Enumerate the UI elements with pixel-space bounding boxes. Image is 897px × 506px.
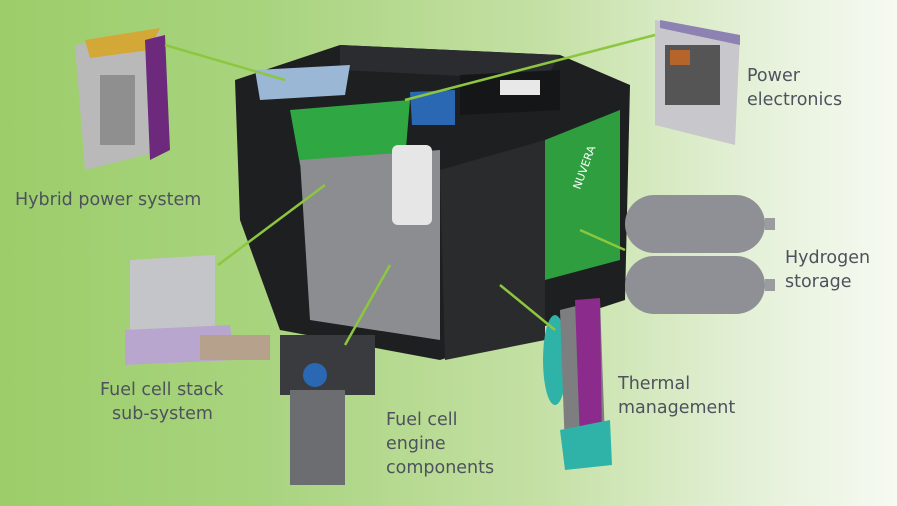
label-fuel-cell-engine-line1: Fuel cell — [386, 410, 458, 430]
label-hydrogen-storage-line1: Hydrogen — [785, 248, 871, 268]
leader-line-power-electronics — [404, 33, 656, 102]
fuel-cell-engine-image — [280, 335, 375, 485]
thermal-management-image — [543, 298, 612, 470]
leader-line-stack — [217, 183, 326, 267]
label-power-electronics-line2: electronics — [747, 90, 843, 110]
hydrogen-storage-image — [625, 195, 775, 314]
label-hybrid-power-system: Hybrid power system — [15, 190, 202, 210]
label-fuel-cell-stack-line1: Fuel cell stack — [100, 380, 224, 400]
label-fuel-cell-engine-line3: components — [386, 458, 495, 478]
label-fuel-cell-engine-line2: engine — [386, 434, 446, 454]
leader-line-engine — [343, 264, 392, 346]
label-fuel-cell-stack-line2: sub-system — [112, 404, 213, 424]
leader-line-hydrogen — [579, 228, 626, 252]
label-thermal-management-line2: management — [618, 398, 736, 418]
label-power-electronics-line1: Power — [747, 66, 800, 86]
label-hydrogen-storage-line2: storage — [785, 272, 852, 292]
label-thermal-management-line1: Thermal — [618, 374, 691, 394]
leader-line-thermal — [499, 284, 556, 331]
power-electronics-image — [655, 20, 740, 145]
fuel-cell-stack-image — [125, 255, 270, 365]
green-panel — [545, 110, 620, 280]
fuel-cell-power-unit: NUVERA — [235, 45, 630, 360]
hybrid-power-system-image — [75, 28, 170, 170]
leader-line-hybrid — [164, 43, 286, 82]
